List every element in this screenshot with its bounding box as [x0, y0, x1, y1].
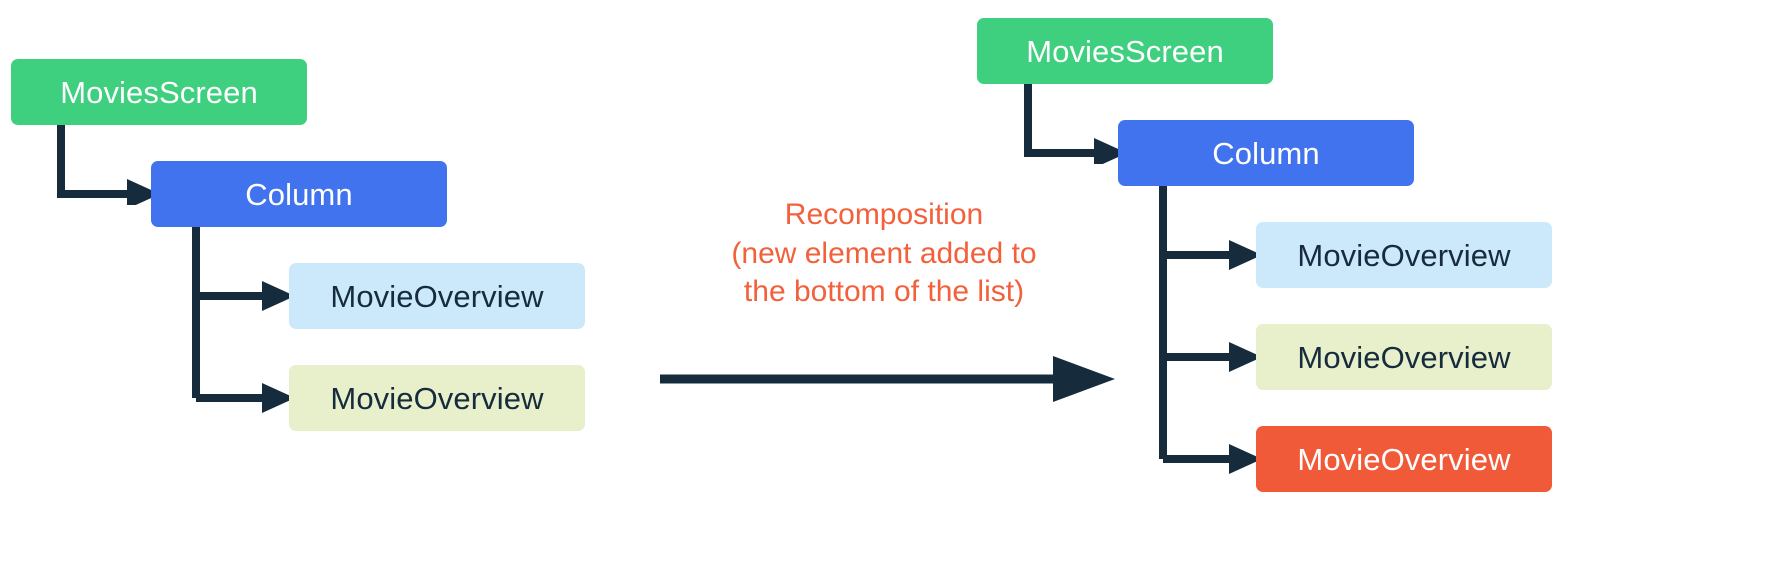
recomposition-label-line-2: (new element added to: [731, 236, 1037, 270]
recomposition-label-line-3: the bottom of the list): [743, 275, 1025, 309]
left-connector-root-to-column: [57, 125, 160, 205]
right-node-movieoverview-1: MovieOverview: [1256, 222, 1552, 288]
right-connector-root-to-column: [1024, 84, 1127, 164]
right-node-column-label: Column: [1212, 135, 1320, 171]
right-node-movieoverview-2: MovieOverview: [1256, 324, 1552, 390]
left-node-moviesscreen-label: MoviesScreen: [60, 74, 258, 110]
left-node-movieoverview-2: MovieOverview: [289, 365, 585, 431]
left-connector-column-to-children: [192, 227, 295, 413]
right-node-movieoverview-3-label: MovieOverview: [1297, 441, 1511, 477]
right-node-column: Column: [1118, 120, 1414, 186]
right-node-moviesscreen-label: MoviesScreen: [1026, 33, 1224, 69]
right-node-moviesscreen: MoviesScreen: [977, 18, 1273, 84]
left-node-moviesscreen: MoviesScreen: [11, 59, 307, 125]
right-node-movieoverview-2-label: MovieOverview: [1297, 339, 1511, 375]
right-connector-column-to-children: [1159, 186, 1262, 474]
left-node-movieoverview-2-label: MovieOverview: [330, 380, 544, 416]
left-node-column: Column: [151, 161, 447, 227]
left-node-movieoverview-1-label: MovieOverview: [330, 278, 544, 314]
left-node-column-label: Column: [245, 176, 353, 212]
right-node-movieoverview-1-label: MovieOverview: [1297, 237, 1511, 273]
recomposition-label: Recomposition (new element added to the …: [656, 196, 1112, 312]
recomposition-label-line-1: Recomposition: [784, 198, 984, 231]
right-node-movieoverview-3-new: MovieOverview: [1256, 426, 1552, 492]
left-node-movieoverview-1: MovieOverview: [289, 263, 585, 329]
recomposition-right-arrow-icon: [660, 356, 1115, 402]
